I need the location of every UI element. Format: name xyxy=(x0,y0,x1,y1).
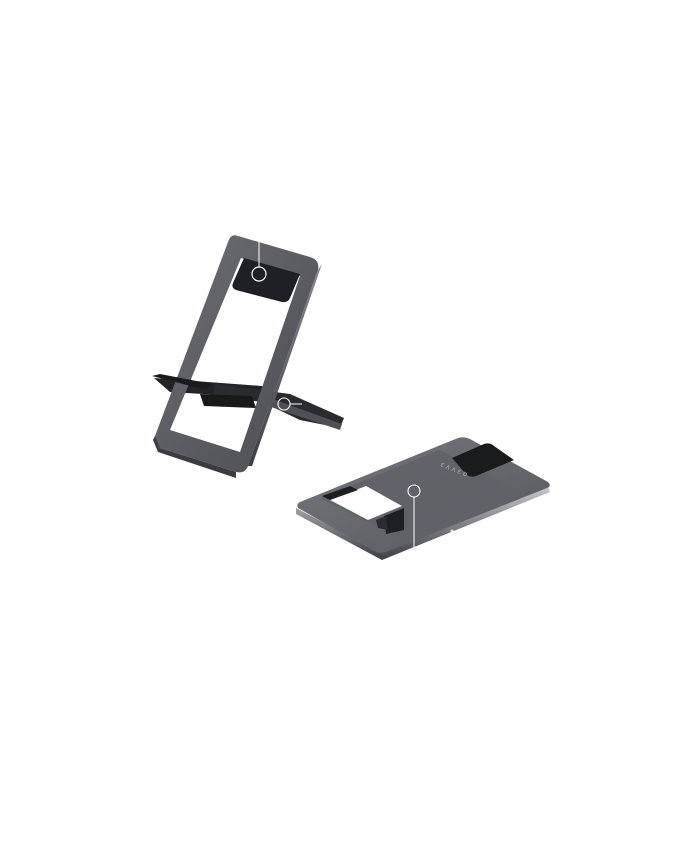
stand-frame xyxy=(153,235,322,478)
hinge-callout xyxy=(277,397,302,411)
folded-stand: εʌʌεʚ xyxy=(296,437,550,560)
folded-cutout xyxy=(330,486,402,520)
unfolded-stand xyxy=(152,235,344,478)
top-grip-pad xyxy=(232,242,300,303)
folded-grip-pad xyxy=(452,443,514,477)
screw-dot xyxy=(450,529,454,533)
